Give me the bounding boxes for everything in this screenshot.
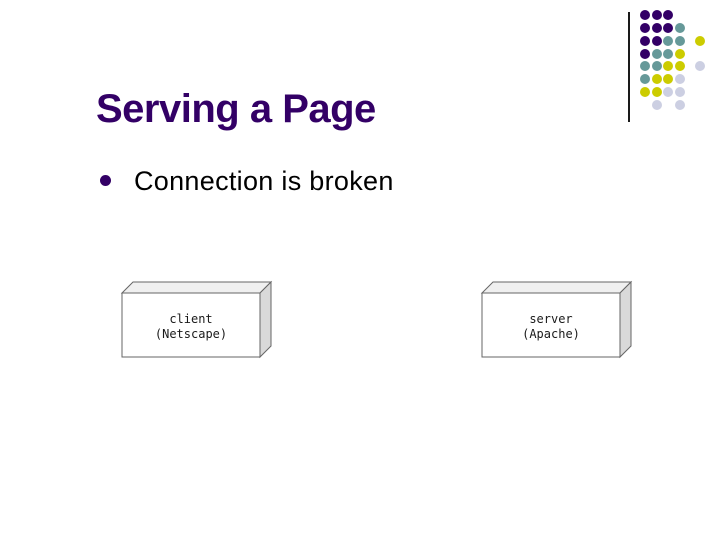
pattern-dot: [663, 61, 674, 72]
bullet-text: Connection is broken: [134, 166, 394, 196]
pattern-dot: [663, 87, 674, 98]
client-box-front-face: [121, 292, 261, 358]
bullet-icon: [100, 175, 111, 186]
pattern-dot: [663, 48, 674, 59]
pattern-dot: [675, 74, 686, 85]
pattern-dot: [675, 87, 686, 98]
pattern-dot: [651, 22, 662, 33]
server-box-label: server (Apache): [482, 293, 620, 357]
pattern-dot: [695, 61, 705, 72]
pattern-dot: [663, 10, 674, 20]
pattern-dot: [651, 61, 662, 72]
pattern-dot: [675, 22, 686, 33]
pattern-dot: [640, 61, 650, 72]
pattern-dot: [651, 10, 662, 20]
pattern-dot: [640, 35, 650, 46]
page-title: Serving a Page: [96, 87, 376, 131]
client-box-label: client (Netscape): [122, 293, 260, 357]
pattern-dot: [675, 35, 686, 46]
pattern-dot: [640, 74, 650, 85]
pattern-dot: [663, 22, 674, 33]
pattern-dot: [651, 48, 662, 59]
server-box: [480, 280, 633, 359]
server-box-top-face: [480, 281, 633, 294]
pattern-dot: [640, 48, 650, 59]
client-box: [120, 280, 273, 359]
client-box-subname: (Netscape): [154, 327, 228, 341]
pattern-dot: [663, 74, 674, 85]
pattern-dot: [663, 35, 674, 46]
pattern-dot: [640, 22, 650, 33]
decorative-line: [628, 12, 630, 122]
pattern-dot: [640, 87, 650, 98]
server-box-front-face: [481, 292, 621, 358]
server-box-side-face: [619, 280, 632, 359]
pattern-dot: [675, 48, 686, 59]
pattern-dot: [695, 35, 705, 46]
client-box-top-face: [120, 281, 273, 294]
client-box-name: client: [169, 312, 213, 326]
pattern-dot: [651, 87, 662, 98]
client-box-side-face: [259, 280, 272, 359]
pattern-dot: [675, 99, 686, 110]
bullet-item: Connection is broken: [100, 166, 394, 196]
pattern-dot: [651, 99, 662, 110]
pattern-dot: [651, 35, 662, 46]
server-box-subname: (Apache): [522, 327, 580, 341]
pattern-dot: [675, 61, 686, 72]
server-box-name: server: [529, 312, 573, 326]
pattern-dot: [640, 10, 650, 20]
pattern-dot: [651, 74, 662, 85]
